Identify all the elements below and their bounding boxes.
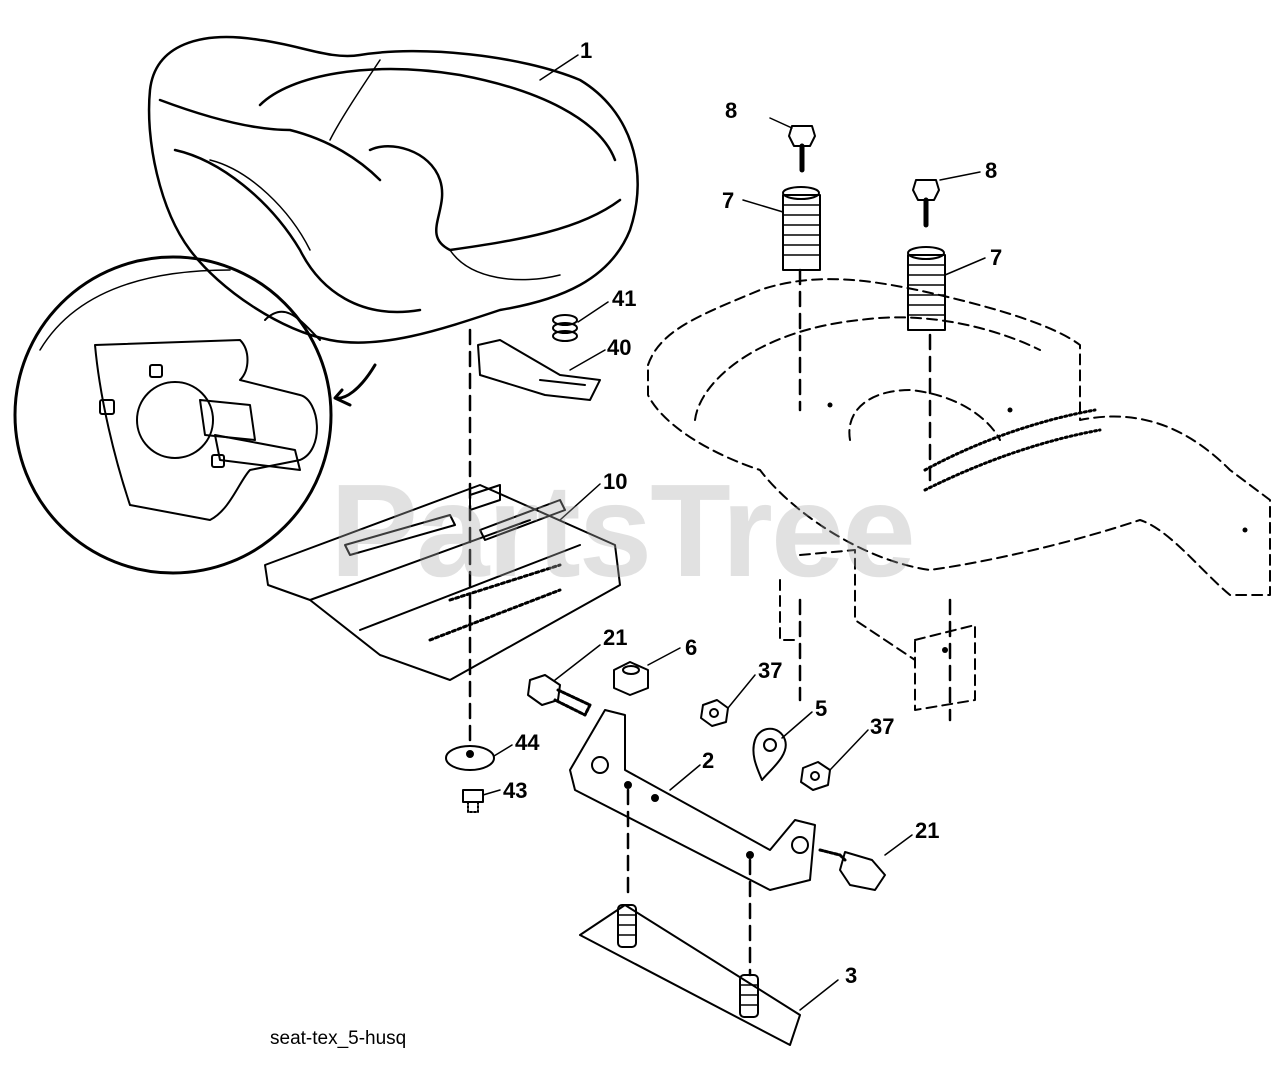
washer-44 [445, 745, 495, 771]
spring-7-right [907, 246, 946, 331]
assembly-guide-lines [468, 268, 952, 977]
callout-21-left: 21 [603, 625, 628, 650]
callout-44: 44 [515, 730, 540, 755]
callout-43: 43 [503, 778, 528, 803]
callout-10: 10 [603, 469, 628, 494]
callout-2: 2 [702, 748, 715, 773]
latch-detail-inset [13, 255, 333, 575]
bolt-21-left [527, 674, 592, 717]
nut-37-right [800, 761, 831, 791]
callout-5: 5 [815, 696, 828, 721]
fender-ribbed-trim [923, 408, 1102, 492]
bolt-21-right [818, 848, 886, 891]
fender-holes [827, 402, 1248, 653]
callout-8-left: 8 [725, 98, 738, 123]
base-plate-3 [579, 904, 801, 1046]
inset-pointer-arrow [333, 363, 377, 407]
nut-37-left [700, 699, 729, 727]
callout-8-right: 8 [985, 158, 998, 183]
callout-7-right: 7 [990, 245, 1003, 270]
bolt-43 [462, 789, 484, 813]
seat-assembly [147, 35, 639, 344]
callout-21-right: 21 [915, 818, 940, 843]
callout-41: 41 [612, 286, 637, 311]
diagram-caption: seat-tex_5-husq [270, 1028, 407, 1049]
callout-leader-lines [482, 54, 986, 1011]
clip-5 [752, 727, 787, 781]
callout-40: 40 [607, 335, 632, 360]
bolt-8-right [912, 179, 940, 228]
callout-1: 1 [580, 38, 593, 63]
spring-7-left [782, 186, 821, 271]
callout-37-upper: 37 [758, 658, 783, 683]
tractor-fender-outline [647, 278, 1271, 711]
callout-3: 3 [845, 963, 858, 988]
nut-6 [613, 661, 649, 696]
callout-7-left: 7 [722, 188, 735, 213]
callout-37-lower: 37 [870, 714, 895, 739]
seat-mounting-plate [264, 484, 621, 681]
small-spring-41 [552, 314, 578, 342]
bolt-8-left [788, 125, 816, 173]
callout-6: 6 [685, 635, 698, 660]
seat-pivot-bracket-2 [569, 709, 816, 891]
seat-bracket-40 [477, 339, 601, 401]
